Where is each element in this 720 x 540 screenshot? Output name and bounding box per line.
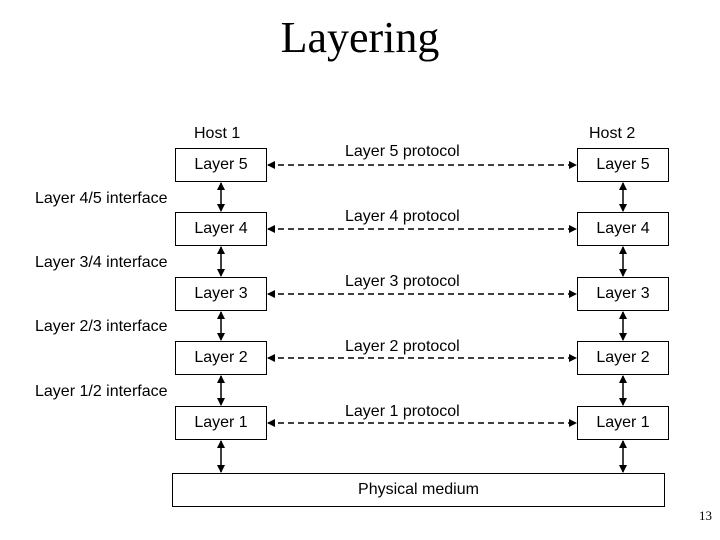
- host2-layer5-box: Layer 5: [577, 148, 669, 182]
- slide-number: 13: [699, 508, 712, 523]
- host1-layer5-box: Layer 5: [175, 148, 267, 182]
- protocol-label-layer2: Layer 2 protocol: [345, 338, 460, 355]
- protocol-label-layer5: Layer 5 protocol: [345, 143, 460, 160]
- interface-label-2-3: Layer 2/3 interface: [35, 318, 168, 335]
- host1-label: Host 1: [194, 125, 241, 142]
- host2-layer4-box: Layer 4: [577, 212, 669, 246]
- host2-label: Host 2: [589, 125, 636, 142]
- host1-layer1-box: Layer 1: [175, 406, 267, 440]
- interface-label-3-4: Layer 3/4 interface: [35, 254, 168, 271]
- host1-layer2-box: Layer 2: [175, 341, 267, 375]
- interface-label-4-5: Layer 4/5 interface: [35, 190, 168, 207]
- host2-layer2-box: Layer 2: [577, 341, 669, 375]
- protocol-label-layer3: Layer 3 protocol: [345, 273, 460, 290]
- interface-label-1-2: Layer 1/2 interface: [35, 383, 168, 400]
- protocol-label-layer1: Layer 1 protocol: [345, 403, 460, 420]
- slide-title: Layering: [280, 13, 440, 62]
- host1-layer3-box: Layer 3: [175, 277, 267, 311]
- protocol-label-layer4: Layer 4 protocol: [345, 208, 460, 225]
- physical-medium-box: Physical medium: [172, 473, 665, 507]
- host1-layer4-box: Layer 4: [175, 212, 267, 246]
- host2-layer3-box: Layer 3: [577, 277, 669, 311]
- host2-layer1-box: Layer 1: [577, 406, 669, 440]
